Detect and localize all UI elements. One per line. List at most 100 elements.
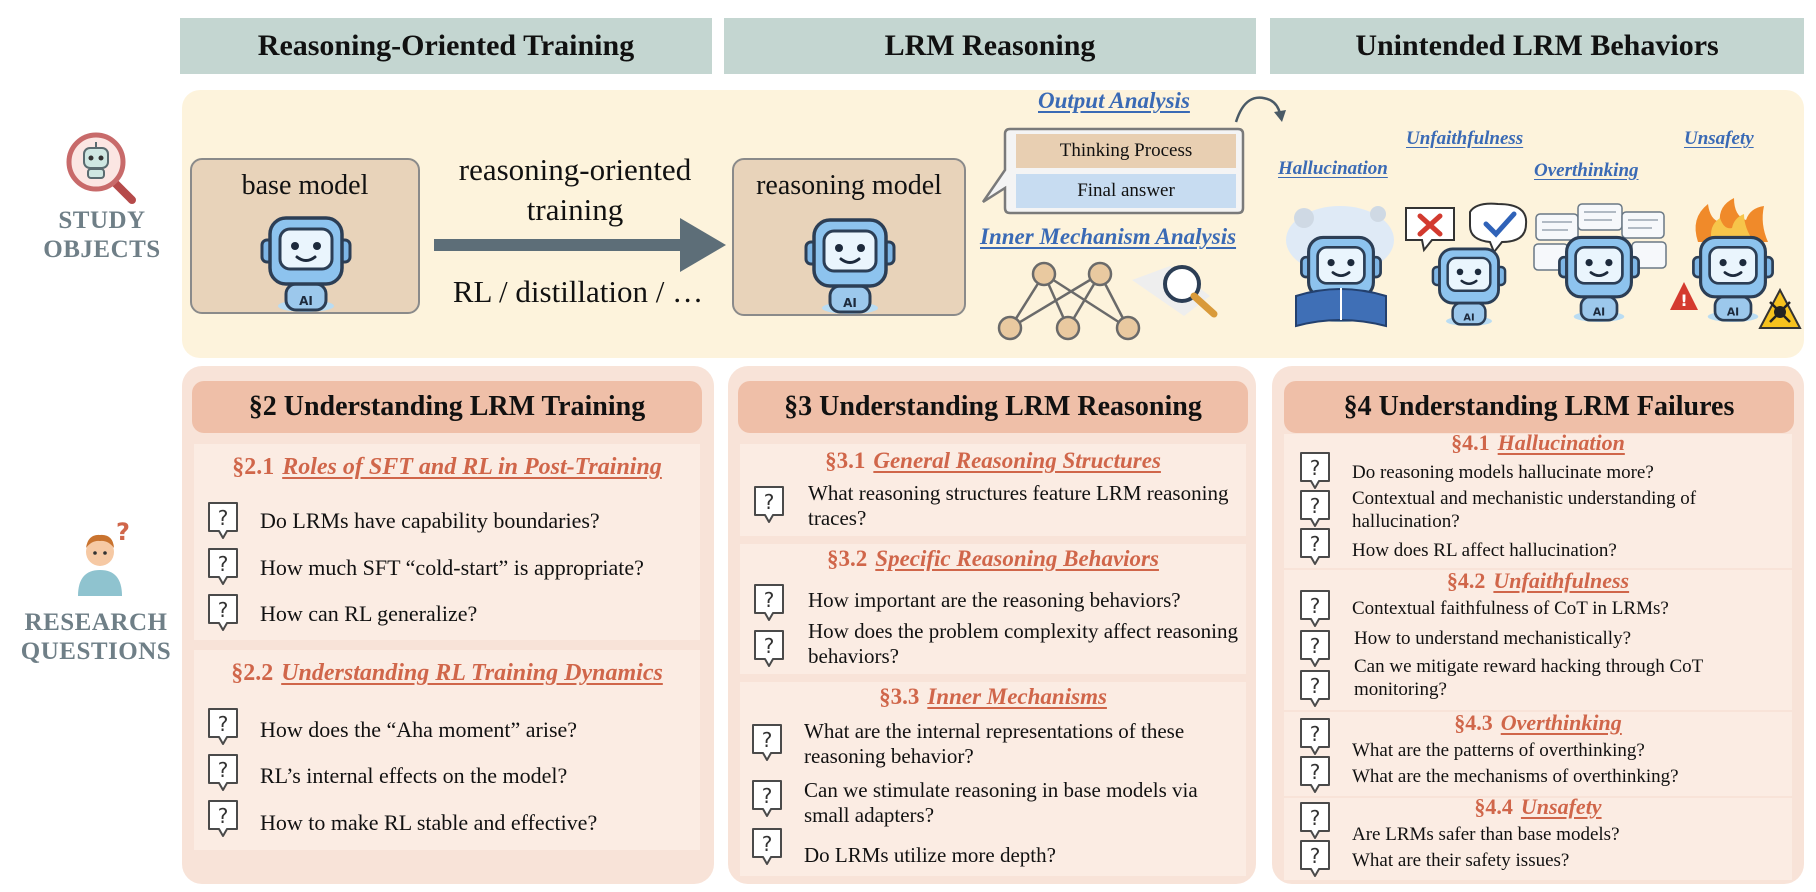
section3-3-number: §3.3 — [879, 684, 920, 709]
section2-1-link: Roles of SFT and RL in Post-Training — [282, 454, 662, 480]
final-answer-box: Final answer — [1016, 174, 1236, 208]
section3-2-title: §3.2 Specific Reasoning Behaviors — [740, 546, 1246, 572]
question-icon — [206, 798, 240, 840]
section3-1-number: §3.1 — [825, 448, 866, 473]
section4-4-number: §4.4 — [1474, 794, 1513, 819]
section3-1-box — [740, 444, 1246, 536]
section4-4-box — [1284, 798, 1792, 880]
section3-3-box — [740, 682, 1246, 876]
section3-3-link: Inner Mechanisms — [927, 684, 1107, 709]
base-model-box: base model — [190, 158, 420, 314]
unfaithfulness-link: Unfaithfulness — [1406, 128, 1524, 149]
section3-header: §3 Understanding LRM Reasoning — [738, 381, 1248, 433]
study-objects-label: STUDY OBJECTS — [20, 206, 184, 264]
training-label-line1: reasoning-oriented — [458, 152, 692, 187]
section4-2-number: §4.2 — [1446, 568, 1486, 593]
study-label-line2: OBJECTS — [43, 236, 161, 263]
section3-2-number: §3.2 — [827, 546, 868, 571]
training-label: reasoning-oriented training — [420, 150, 730, 230]
section3-2-link: Specific Reasoning Behaviors — [875, 546, 1159, 571]
section4-1-link: Hallucination — [1497, 430, 1625, 455]
section4-3-box — [1284, 712, 1792, 796]
question-text: Do LRMs have capability boundaries? — [260, 508, 600, 533]
section2-2-box — [194, 650, 700, 850]
section2-1-box — [194, 444, 700, 640]
thinking-person-icon: ? — [70, 518, 134, 598]
research-questions-label: RESEARCH QUESTIONS — [6, 608, 186, 666]
svg-text:!: ! — [1680, 291, 1687, 310]
magnifier-robot-icon — [56, 122, 142, 208]
question-icon — [752, 628, 786, 670]
base-model-label: base model — [241, 170, 369, 201]
question-icon — [1298, 588, 1332, 630]
question-text: What are the mechanisms of overthinking? — [1352, 766, 1679, 787]
hallucination-robot-icon — [1282, 196, 1400, 330]
question-icon — [1298, 800, 1332, 842]
question-icon — [750, 722, 784, 764]
unsafety-robot-icon: ! — [1668, 198, 1804, 332]
question-text: RL’s internal effects on the model? — [260, 763, 568, 788]
reasoning-model-label: reasoning model — [756, 170, 942, 201]
unfaithfulness-robot-icon — [1402, 202, 1534, 328]
section3-1-link: General Reasoning Structures — [873, 448, 1161, 473]
question-text: How does the “Aha moment” arise? — [260, 717, 578, 742]
study-objects-band — [182, 90, 1804, 358]
question-icon — [206, 752, 240, 794]
question-icon — [1298, 628, 1332, 670]
section4-3-number: §4.3 — [1454, 710, 1493, 735]
question-icon — [206, 500, 240, 542]
overthinking-robot-icon — [1532, 200, 1668, 330]
question-icon — [750, 778, 784, 820]
question-icon — [1298, 754, 1332, 796]
question-icon — [206, 706, 240, 748]
section4-1-title: §4.1 Hallucination — [1284, 430, 1792, 456]
question-text: What are the internal representations of… — [804, 719, 1185, 769]
section4-1-box — [1284, 434, 1792, 568]
training-label-line2: training — [526, 192, 624, 227]
question-icon — [752, 484, 786, 526]
inner-mechanism-link: Inner Mechanism Analysis — [980, 224, 1237, 249]
svg-text:?: ? — [116, 518, 130, 546]
training-arrow — [434, 218, 726, 272]
question-icon — [1298, 526, 1332, 568]
column-header-reasoning: LRM Reasoning — [724, 18, 1256, 74]
overthinking-link: Overthinking — [1534, 160, 1639, 181]
column-header-training: Reasoning-Oriented Training — [180, 18, 712, 74]
section3-1-title: §3.1 General Reasoning Structures — [740, 448, 1246, 474]
question-text: How much SFT “cold-start” is appropriate… — [260, 555, 644, 580]
unsafety-link: Unsafety — [1684, 128, 1754, 149]
neural-network-icon — [997, 261, 1218, 341]
study-label-line1: STUDY — [58, 207, 146, 234]
section4-1-number: §4.1 — [1451, 430, 1490, 455]
question-text: What are the patterns of overthinking? — [1352, 740, 1645, 761]
question-text: Do reasoning models hallucinate more? — [1352, 462, 1654, 483]
question-text: How does the problem complexity affect r… — [808, 619, 1238, 669]
section3-2-box — [740, 544, 1246, 674]
question-text: Contextual and mechanistic understanding… — [1352, 488, 1697, 532]
section2-header: §2 Understanding LRM Training — [192, 381, 702, 433]
question-icon — [1298, 488, 1332, 530]
question-icon — [1298, 716, 1332, 758]
question-icon — [1298, 838, 1332, 880]
question-icon — [750, 826, 784, 868]
question-icon — [752, 582, 786, 624]
question-icon — [1298, 450, 1332, 492]
question-text: How can RL generalize? — [260, 601, 478, 626]
thinking-process-box: Thinking Process — [1016, 134, 1236, 168]
question-text: Contextual faithfulness of CoT in LRMs? — [1352, 598, 1669, 619]
research-label-line1: RESEARCH — [24, 609, 168, 636]
section2-2-number: §2.2 — [231, 660, 274, 686]
question-text: What are their safety issues? — [1352, 850, 1570, 871]
question-text: Can we mitigate reward hacking through C… — [1354, 656, 1703, 700]
section4-header: §4 Understanding LRM Failures — [1284, 381, 1794, 433]
question-text: Are LRMs safer than base models? — [1352, 824, 1620, 845]
curved-arrow-icon — [1234, 96, 1286, 123]
question-text: How to understand mechanistically? — [1354, 628, 1632, 649]
question-text: What reasoning structures feature LRM re… — [808, 481, 1229, 531]
hallucination-link: Hallucination — [1278, 158, 1388, 179]
question-icon — [206, 546, 240, 588]
